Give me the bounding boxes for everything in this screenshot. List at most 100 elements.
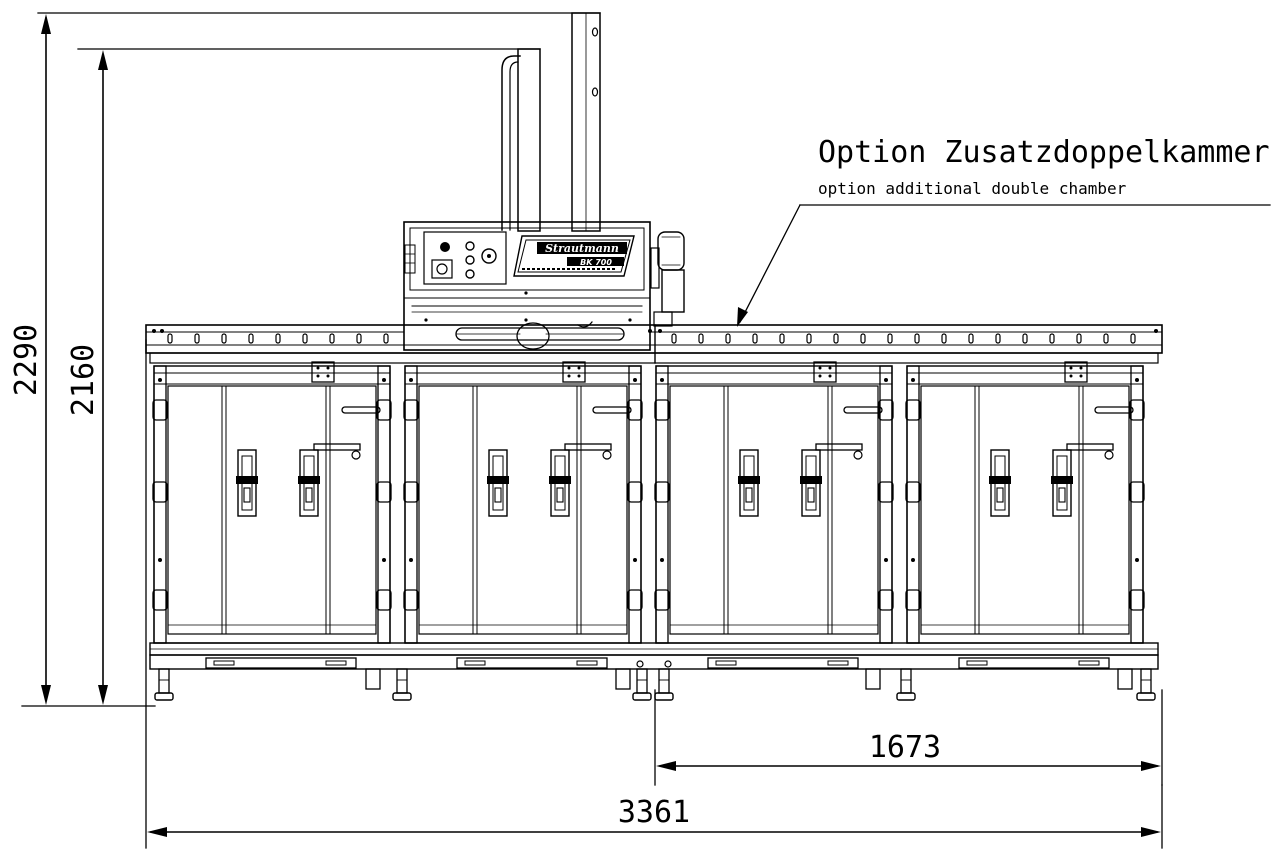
chamber-door — [669, 385, 879, 635]
dimension-label-2160: 2160 — [66, 344, 101, 416]
rail-bolt — [1154, 329, 1158, 333]
locking-bar — [313, 443, 361, 451]
hinge — [403, 399, 419, 421]
rail-slot — [356, 333, 362, 344]
dimension-top-height: 2160 — [66, 48, 541, 705]
rail-bolt — [648, 329, 652, 333]
hinge — [376, 481, 392, 503]
rail-slot — [1049, 333, 1055, 344]
control-panel: Strautmann BK 700 — [403, 221, 685, 351]
rail-slot — [860, 333, 866, 344]
dimension-label-1673: 1673 — [869, 730, 941, 765]
handle-slot — [1094, 406, 1134, 414]
option-callout: Option Zusatzdoppelkammer option additio… — [737, 135, 1271, 327]
handle-slot — [843, 406, 883, 414]
hinge — [152, 589, 168, 611]
chamber-3 — [654, 361, 894, 669]
door-lock — [236, 449, 258, 517]
hinge — [403, 481, 419, 503]
latch-bracket — [1064, 361, 1088, 383]
caster-bracket — [615, 668, 631, 690]
rail-slot — [806, 333, 812, 344]
door-lock — [738, 449, 760, 517]
foot — [154, 668, 174, 701]
door-lock — [298, 449, 320, 517]
hinge — [654, 399, 670, 421]
chamber-door — [418, 385, 628, 635]
hinge — [878, 399, 894, 421]
hinge — [905, 399, 921, 421]
rail-slot — [329, 333, 335, 344]
callout-title: Option Zusatzdoppelkammer — [818, 135, 1270, 170]
brand-label: Strautmann — [545, 242, 619, 255]
locking-bar — [564, 443, 612, 451]
locking-bar — [815, 443, 863, 451]
hinge — [1129, 399, 1145, 421]
rail-slot — [302, 333, 308, 344]
chamber-door — [920, 385, 1130, 635]
hinge — [152, 399, 168, 421]
hinge — [403, 589, 419, 611]
latch-bracket — [562, 361, 586, 383]
caster-bracket — [365, 668, 381, 690]
rail-slot — [968, 333, 974, 344]
hinge — [905, 481, 921, 503]
chamber-1 — [152, 361, 392, 669]
hinge — [627, 589, 643, 611]
rail-slots — [152, 329, 1158, 344]
hinge — [654, 589, 670, 611]
rail-slot — [698, 333, 704, 344]
latch-bracket — [311, 361, 335, 383]
caster-bracket — [865, 668, 881, 690]
rail-slot — [1022, 333, 1028, 344]
hinge — [878, 589, 894, 611]
rail-slot — [671, 333, 677, 344]
rail-slot — [941, 333, 947, 344]
callout-subtitle: option additional double chamber — [818, 179, 1127, 198]
hinge — [152, 481, 168, 503]
dimension-label-2290: 2290 — [9, 324, 44, 396]
dimension-label-3361: 3361 — [618, 795, 690, 830]
foot — [896, 668, 916, 701]
foot — [1136, 668, 1156, 701]
hinge — [1129, 481, 1145, 503]
chambers — [152, 361, 1145, 669]
rail-slot — [725, 333, 731, 344]
rail-slot — [1130, 333, 1136, 344]
foot — [654, 668, 674, 701]
base-frame — [149, 642, 1159, 670]
rail-slot — [383, 333, 389, 344]
hinge — [654, 481, 670, 503]
rail-slot — [167, 333, 173, 344]
rail-bolt — [160, 329, 164, 333]
rail-slot — [1103, 333, 1109, 344]
hinge — [627, 399, 643, 421]
top-rail — [145, 324, 1163, 364]
dimension-overall-width: 3361 — [145, 339, 1163, 849]
latch-bracket — [813, 361, 837, 383]
rail-slot — [752, 333, 758, 344]
rail-slot — [275, 333, 281, 344]
foot — [392, 668, 412, 701]
rail-slot — [1076, 333, 1082, 344]
hinge — [376, 589, 392, 611]
rail-slot — [995, 333, 1001, 344]
hinge — [627, 481, 643, 503]
hinge — [376, 399, 392, 421]
rail-slot — [833, 333, 839, 344]
locking-bar — [1066, 443, 1114, 451]
chamber-door — [167, 385, 377, 635]
chamber-4 — [905, 361, 1145, 669]
handle-slot — [592, 406, 632, 414]
foot — [632, 668, 652, 701]
door-lock — [800, 449, 822, 517]
hinge — [905, 589, 921, 611]
door-lock — [487, 449, 509, 517]
rail-bolt — [152, 329, 156, 333]
mast — [501, 12, 601, 232]
rail-bolt — [658, 329, 662, 333]
handle-slot — [341, 406, 381, 414]
rail-slot — [221, 333, 227, 344]
dimension-overall-height: 2290 — [9, 12, 601, 707]
